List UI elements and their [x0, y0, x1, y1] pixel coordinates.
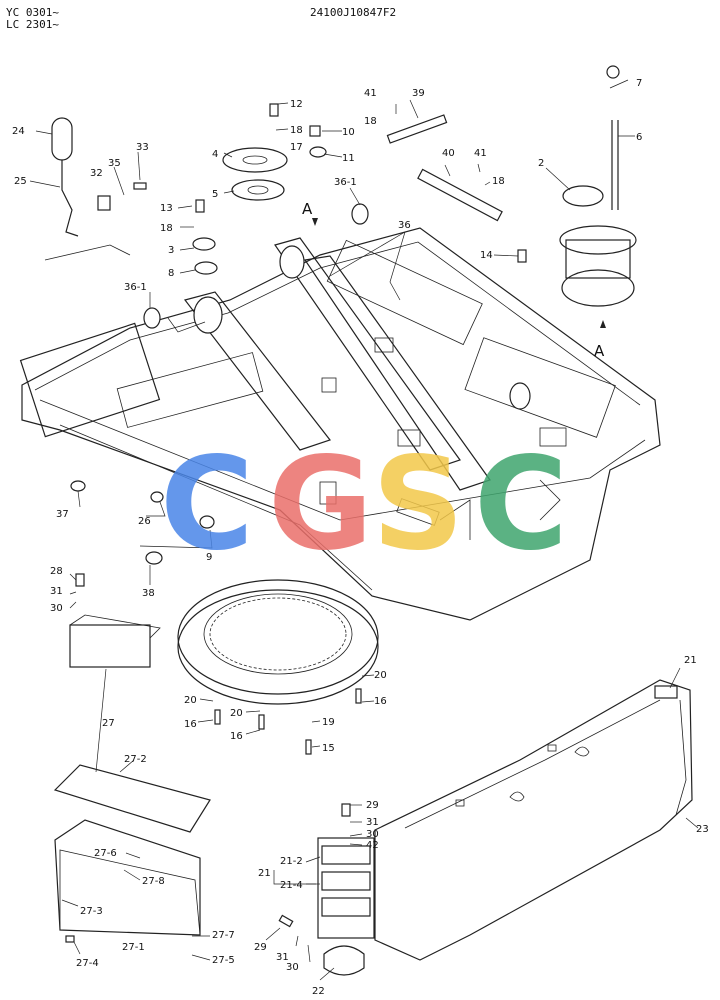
callout-label: 4 [212, 149, 218, 160]
callout-label: 18 [492, 176, 505, 187]
callout-label: 36-1 [334, 177, 357, 188]
callout-label: 14 [480, 250, 493, 261]
small-parts [65, 103, 527, 943]
callout-labels: 12 18 17 10 11 41 39 18 7 6 24 33 35 32 … [12, 78, 709, 997]
section-mark-a: A [594, 342, 605, 360]
callout-label: 7 [636, 78, 642, 89]
callout-label: 21 [258, 868, 271, 879]
arrow-down-icon [312, 218, 318, 226]
callout-label: 27-7 [212, 930, 235, 941]
callout-label: 23 [696, 824, 709, 835]
callout-label: 18 [290, 125, 303, 136]
section-mark-a: A [302, 200, 313, 218]
leader-lines [29, 79, 699, 981]
callout-label: 27-5 [212, 955, 235, 966]
callout-label: 13 [160, 203, 173, 214]
callout-label: 40 [442, 148, 455, 159]
callout-label: 26 [138, 516, 151, 527]
callout-label: 29 [254, 942, 267, 953]
callout-label: 3 [168, 245, 174, 256]
callout-label: 31 [366, 817, 379, 828]
callout-label: 5 [212, 189, 218, 200]
model-range-1: YC 0301~ [6, 6, 59, 19]
callout-label: 8 [168, 268, 174, 279]
callout-label: 27-3 [80, 906, 103, 917]
callout-label: 30 [50, 603, 63, 614]
callout-label: 27-2 [124, 754, 147, 765]
callout-label: 19 [322, 717, 335, 728]
callout-label: 20 [374, 670, 387, 681]
callout-label: 30 [286, 962, 299, 973]
callout-label: 41 [474, 148, 487, 159]
callout-label: 31 [50, 586, 63, 597]
callout-label: 31 [276, 952, 289, 963]
callout-label: 18 [364, 116, 377, 127]
callout-label: 42 [366, 840, 379, 851]
callout-label: 20 [184, 695, 197, 706]
watermark: C G S C [160, 430, 568, 579]
callout-label: 21-2 [280, 856, 303, 867]
callout-label: 17 [290, 142, 303, 153]
watermark-letter: S [372, 430, 464, 579]
callout-label: 20 [230, 708, 243, 719]
callout-label: 27-6 [94, 848, 117, 859]
callout-label: 27-4 [76, 958, 99, 969]
callout-label: 18 [160, 223, 173, 234]
callout-label: 35 [108, 158, 121, 169]
callout-label: 33 [136, 142, 149, 153]
callout-label: 37 [56, 509, 69, 520]
model-range-2: LC 2301~ [6, 18, 59, 31]
callout-label: 30 [366, 829, 379, 840]
callout-label: 32 [90, 168, 103, 179]
callout-label: 38 [142, 588, 155, 599]
callout-label: 10 [342, 127, 355, 138]
callout-label: 36-1 [124, 282, 147, 293]
callout-label: 28 [50, 566, 63, 577]
callout-label: 9 [206, 552, 212, 563]
callout-label: 21 [684, 655, 697, 666]
callout-label: 16 [184, 719, 197, 730]
swing-motor [559, 65, 637, 307]
callout-label: 27 [102, 718, 115, 729]
revolving-frame [19, 227, 661, 621]
callout-label: 29 [366, 800, 379, 811]
callout-label: 24 [12, 126, 25, 137]
callout-label: 12 [290, 99, 303, 110]
callout-label: 41 [364, 88, 377, 99]
callout-label: 39 [412, 88, 425, 99]
swing-bearing [177, 579, 379, 705]
watermark-letter: G [268, 430, 373, 579]
drawing-number: 24100J10847F2 [310, 6, 396, 19]
watermark-letter: C [160, 430, 254, 579]
counterweight [374, 679, 693, 961]
arrow-up-icon [600, 320, 606, 328]
watermark-letter: C [474, 430, 568, 579]
callout-label: 16 [374, 696, 387, 707]
callout-label: 22 [312, 986, 325, 997]
callout-label: 15 [322, 743, 335, 754]
mounting-block [317, 837, 375, 976]
callout-label: 11 [342, 153, 355, 164]
callout-label: 27-8 [142, 876, 165, 887]
lever [44, 117, 147, 261]
callout-label: 25 [14, 176, 27, 187]
callout-label: 36 [398, 220, 411, 231]
callout-label: 6 [636, 132, 642, 143]
callout-label: 21-4 [280, 880, 303, 891]
callout-label: 2 [538, 158, 544, 169]
toolbox [53, 614, 211, 936]
callout-label: 27-1 [122, 942, 145, 953]
callout-label: 16 [230, 731, 243, 742]
